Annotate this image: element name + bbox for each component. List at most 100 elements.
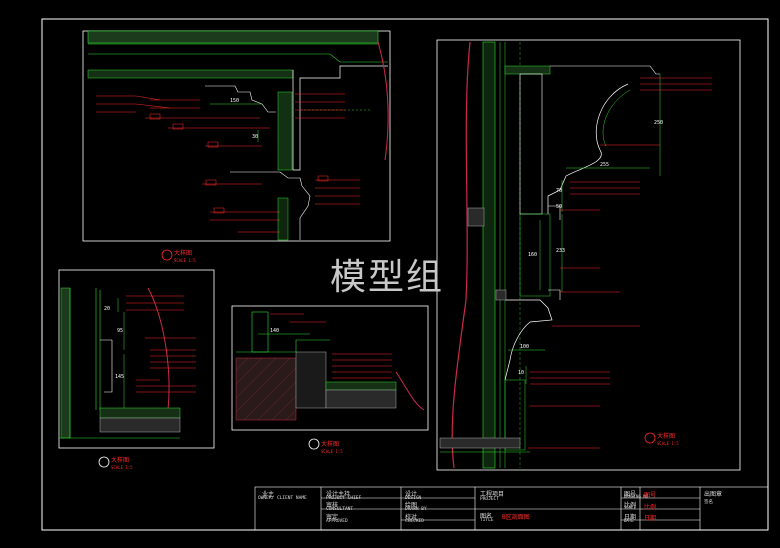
detail-1: 150 30 [82,30,391,263]
title-label-en: TITLE [480,518,494,523]
gypsum-board [87,69,294,79]
checked-label-en: CHECKED [405,519,424,524]
drawn-label-en: DRAWN BY [405,507,427,512]
upper-crown [550,65,660,75]
checked-label: 校对 [405,514,418,521]
dim-10: 10 [518,370,524,376]
title-block [254,486,769,531]
dim-95: 95 [117,328,123,334]
drawing-no-label: 图号 [624,491,637,498]
dim-50: 50 [556,204,562,210]
wall-curve [377,41,389,161]
detail-marker-4 [644,432,656,444]
ceiling-slab [87,30,379,44]
dim-145: 145 [115,374,124,380]
design-chief-label-en: PROJECT CHIEF [326,496,362,501]
dim-30: 30 [252,134,258,140]
designer-label: 设计 [405,491,418,498]
stone-block [295,351,327,409]
approve-label: 审定 [326,514,339,521]
title-label: 图名 [480,513,493,520]
project-label: 工程项目 [480,491,505,498]
column-shaft [482,41,496,469]
detail-marker-1-scale: SCALE 1:5 [174,258,196,263]
concrete-hatch [235,357,297,421]
title-value: B区剖面图 [502,514,530,521]
floor-screed [99,417,181,433]
approve-label-en: APPROVED [326,519,348,524]
wall-hatch-left [60,287,71,439]
scale-label-en: SCALE [624,505,637,510]
review-label-en: CONSULTANT [326,507,354,512]
review-label: 审核 [326,502,339,509]
bump-lower [495,289,507,301]
watermark: 模型组 [330,257,445,298]
lower-panel [504,379,526,451]
beam-top [504,65,551,75]
column-line-a [499,42,506,468]
annotation-leaders-1 [96,93,360,233]
threshold [236,339,330,353]
cornice-inner [602,89,631,147]
floor-screed-3 [325,389,397,409]
wall-curve-4 [451,41,471,469]
panel-upper [519,73,543,215]
dim-100: 100 [520,344,529,350]
detail-marker-4-scale: SCALE 1:5 [657,441,679,446]
wall-curve-3 [395,371,425,411]
scale-label: 比例 [624,502,637,509]
drawing-no-label-en: DRAWING NO. [624,494,651,499]
owner-label: 业主 [262,491,275,498]
dim-250: 250 [654,120,663,126]
mid-panel [519,213,551,297]
detail-1-frame [82,30,391,242]
panel-molding [100,339,113,393]
detail-4-frame [436,39,741,471]
wall-face [69,288,101,438]
detail-2: 20 95 145 大样图 SCALE 1:5 [58,269,215,470]
scale-value: 比例 [644,504,657,511]
annotation-leaders-2 [126,295,196,393]
project-label-en: PROJECT [480,497,499,502]
detail-marker-2 [98,456,110,468]
detail-marker-3 [308,438,320,450]
lower-molding [230,171,311,240]
dim-160: 160 [528,252,537,258]
stamp-label: 出图章 [704,491,723,498]
wall-panel [277,91,293,171]
concrete-hatch-lines [235,357,297,421]
date-label-en: DATE [624,518,634,523]
drawn-label: 绘图 [405,502,418,509]
floor-stone [99,407,181,419]
dim-20: 20 [104,306,110,312]
date-label: 日期 [624,514,637,521]
annotation-boxes-1 [149,113,329,214]
ceiling-line-2 [88,53,388,63]
dim-233: 233 [556,248,565,254]
cornice-curve [547,83,629,214]
designer-label-en: DESIGN [405,496,422,501]
beam-outline [292,65,388,171]
detail-marker-1 [161,249,173,261]
annotation-leaders-4 [528,77,712,449]
dim-255: 255 [600,162,609,168]
corbel-profile [504,299,553,381]
detail-marker-2-scale: SCALE 1:5 [111,465,133,470]
floor-finish-3 [325,381,397,391]
detail-3-frame [231,305,429,431]
owner-label-en: OWNER/ CLIENT NAME [258,496,307,501]
bump-upper [467,207,485,227]
detail-4: 250 255 70 50 233 160 100 10 大样图 SCALE [436,39,741,471]
detail-marker-2-label: 大样图 [111,456,129,464]
detail-marker-3-label: 大样图 [321,440,339,448]
mid-detail [548,205,561,300]
design-chief-label: 设计主持 [326,491,351,498]
cornice-profile [205,85,276,113]
detail-2-frame [58,269,215,449]
stamp-sub-label: 签名 [704,500,713,505]
detail-marker-3-scale: SCALE 1:5 [321,449,343,454]
floor-4 [439,437,521,449]
detail-3: 140 大样图 SCALE 1:5 [231,305,429,454]
detail-marker-4-label: 大样图 [657,432,675,440]
